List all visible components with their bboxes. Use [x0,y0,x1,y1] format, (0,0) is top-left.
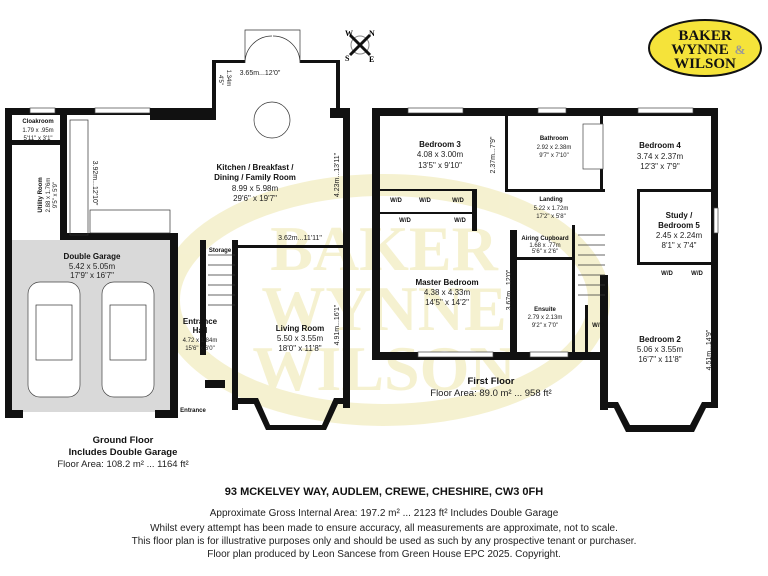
plan-label: 18'0" x 11'8" [278,344,321,353]
plan-label: 4.72 x 1.84m [183,338,218,344]
plan-label: 2.45 x 2.24m [656,231,703,240]
plan-label: 8.99 x 5.98m [232,184,279,193]
brand-logo: BAKER WYNNE & WILSON [648,19,762,77]
plan-label: Floor Area: 89.0 m² ... 958 ft² [430,388,551,399]
plan-label: 1.68 x .77m [529,243,560,249]
plan-label: 15'6" x 6'0" [185,346,215,352]
plan-label: 5'6" x 2'6" [532,249,558,255]
plan-label: 4.91m...16'1" [334,304,341,345]
plan-label: 17'2" x 5'8" [536,214,566,220]
plan-label: BAKER [270,213,498,284]
plan-label: Bedroom 3 [419,140,461,149]
car-icon [27,281,81,398]
plan-label: W/D [691,271,703,277]
plan-label: 4.51m...14'9" [706,329,713,370]
plan-label: Master Bedroom [415,278,478,287]
plan-label: W/D [399,218,411,224]
plan-label: Bedroom 4 [639,141,681,150]
plan-label: Ensuite [534,307,556,313]
plan-label: Includes Double Garage [69,447,178,458]
plan-label: W [345,29,353,38]
gross-area: Approximate Gross Internal Area: 197.2 m… [209,508,559,519]
plan-label: 3.74 x 2.37m [637,152,684,161]
plan-label: 4.08 x 3.00m [417,150,464,159]
plan-label: S [345,54,350,63]
dining-table [253,101,291,139]
plan-label: Entrance [180,408,206,414]
plan-label: WILSON [252,333,515,404]
plan-label: 8'1" x 7'4" [662,241,697,250]
plan-label: 2.37m...7'9" [490,136,497,173]
plan-label: 4.38 x 4.33m [424,288,471,297]
plan-label: Landing [539,197,563,203]
plan-label: 2.88 x 1.76m [46,178,52,213]
compass-icon: W N S E [345,29,375,64]
plan-label: Dining / Family Room [214,173,296,182]
plan-label: Entrance [183,317,218,326]
plan-label: 3.65m...12'0" [240,70,281,77]
plan-label: Storage [209,248,232,254]
plan-label: Bedroom 2 [639,335,681,344]
plan-label: 4'5" [217,75,223,85]
plan-label: BAKER [678,28,732,44]
plan-label: 3.62m...11'11" [278,235,322,242]
first-floor-plan: W/D W/D W/D W/D W/D W/D W/D W/D Bedroom … [372,107,719,432]
plan-label: 17'9" x 16'7" [70,271,114,280]
disclaimer-line: Floor plan produced by Leon Sancese from… [207,549,561,560]
plan-label: WILSON [674,56,736,72]
plan-label: N [369,29,375,38]
disclaimer-line: Whilst every attempt has been made to en… [150,523,618,534]
plan-label: Cloakroom [22,119,53,125]
plan-label: WYNNE [261,273,506,344]
plan-label: W/D [661,271,673,277]
plan-label: 5.50 x 3.55m [277,334,324,343]
property-address: 93 MCKELVEY WAY, AUDLEM, CREWE, CHESHIRE… [224,486,544,498]
plan-label: 3.67m...12'0" [506,269,513,310]
plan-label: Ground Floor [93,435,154,446]
plan-label: 1.34m [225,70,231,87]
plan-label: Bedroom 5 [658,221,700,230]
plan-label: 5.42 x 5.05m [69,262,116,271]
plan-label: 5.06 x 3.55m [637,345,684,354]
plan-label: W/D [419,198,431,204]
plan-label: W/D [390,198,402,204]
plan-label: 1.79 x .95m [22,128,53,134]
plan-label: 14'5" x 14'2" [425,298,469,307]
plan-label: 2.92 x 2.38m [537,145,572,151]
plan-label: 5.22 x 1.72m [534,206,569,212]
plan-label: Double Garage [64,252,121,261]
plan-label: 12'3" x 7'9" [640,162,680,171]
plan-label: First Floor [468,376,515,387]
plan-label: Living Room [276,324,324,333]
watermark-logo: BAKER WYNNE WILSON [158,174,610,426]
plan-label: Floor Area: 108.2 m² ... 1164 ft² [57,459,188,470]
plan-label: Bathroom [540,136,568,142]
plan-label: 4.23m...13'11" [334,152,341,197]
plan-label: 16'7" x 11'8" [638,355,681,364]
plan-label: W/D [452,198,464,204]
plan-label: Kitchen / Breakfast / [217,163,295,172]
disclaimer-line: This floor plan is for illustrative purp… [131,536,637,547]
car-icon [101,281,155,398]
plan-label: 13'5" x 9'10" [418,161,462,170]
plan-label: E [369,55,374,64]
plan-label: 3.92m...12'10" [91,161,98,206]
plan-label: W/D [592,323,604,329]
plan-label: 5'11" x 3'1" [23,136,52,142]
plan-label: 2.79 x 2.13m [528,315,563,321]
ground-floor-plan: Cloakroom 1.79 x .95m 5'11" x 3'1" Utili… [5,29,350,470]
plan-label: WYNNE [671,42,729,58]
plan-label: Utility Room [38,177,44,212]
plan-label: 9'5" x 5'9" [53,182,59,208]
plan-label: & [735,42,746,57]
plan-label: 9'7" x 7'10" [539,153,569,159]
plan-label: Airing Cupboard [521,236,569,242]
plan-label: 9'2" x 7'0" [532,323,558,329]
plan-label: 29'6" x 19'7" [233,194,277,203]
plan-label: Study / [666,211,693,220]
plan-label: W/D [454,218,466,224]
plan-label: Hall [193,326,208,335]
